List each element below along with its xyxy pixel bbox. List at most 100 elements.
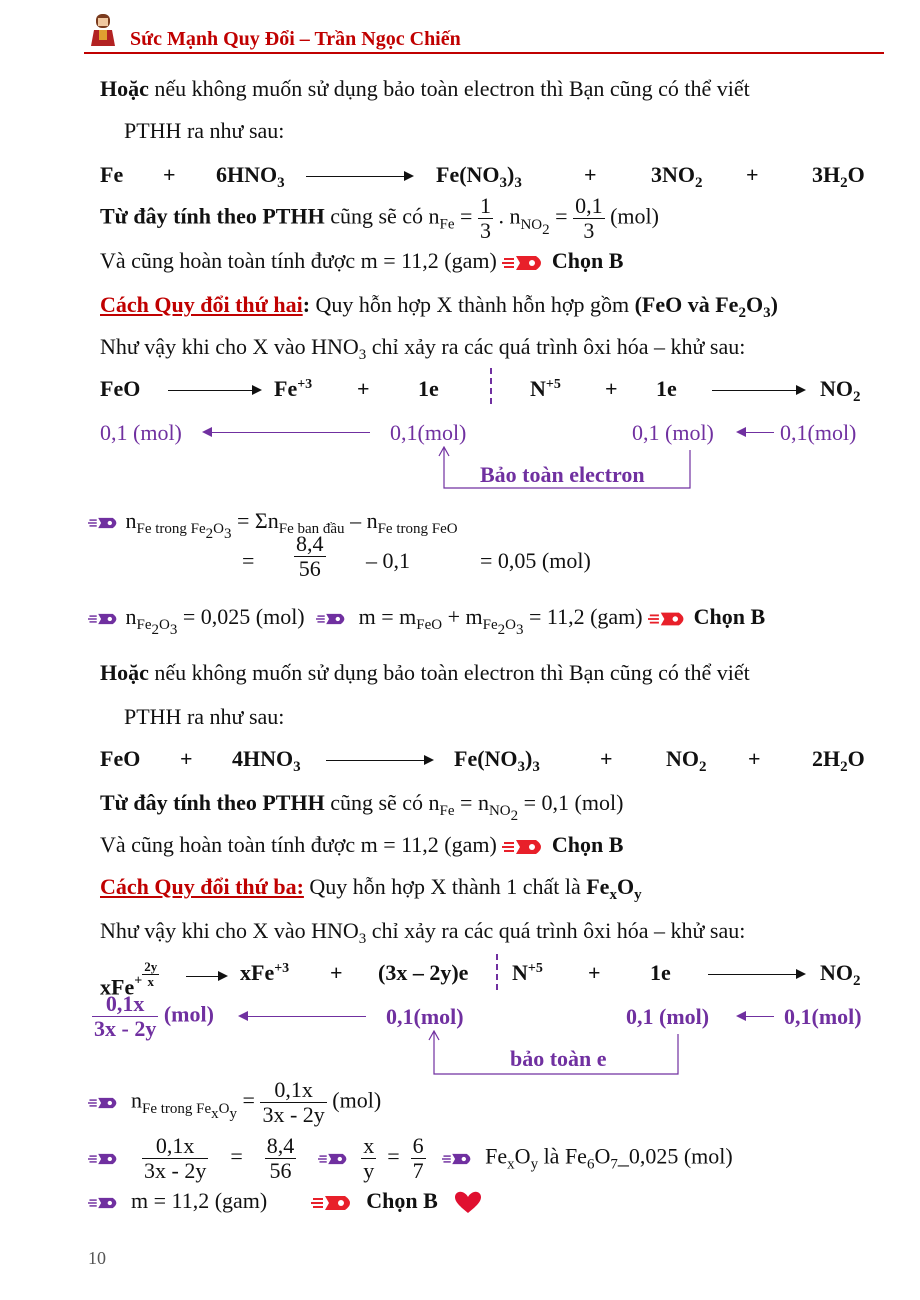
s3-line1: Hoặc nếu không muốn sử dụng bảo toàn ele… bbox=[100, 660, 750, 685]
rocket-purple-icon bbox=[442, 1153, 471, 1164]
s2-eq2: = bbox=[242, 548, 255, 573]
s2-mol2: 0,1(mol) bbox=[390, 420, 467, 445]
s4-e1: 1e bbox=[650, 960, 671, 985]
s2-nhu-vay: Như vậy khi cho X vào HNO3 chỉ xảy ra cá… bbox=[100, 334, 746, 363]
s4-arrow2 bbox=[708, 969, 806, 979]
s1-eq-plus1: + bbox=[163, 162, 176, 187]
s3-eq-product: Fe(NO3)3 bbox=[454, 746, 540, 775]
s3-eq-feo: FeO bbox=[100, 746, 141, 771]
s4-xfe3: xFe+3 bbox=[240, 960, 290, 985]
s4-title-line: Cách Quy đổi thứ ba: Quy hỗn hợp X thành… bbox=[100, 874, 642, 903]
s4-back-arrow2 bbox=[736, 1011, 774, 1021]
s1-eq-arrow bbox=[306, 171, 414, 181]
s4-bao-toan: bảo toàn e bbox=[510, 1046, 607, 1071]
s1-tu-day: Từ đây tính theo PTHH cũng sẽ có nFe = 1… bbox=[100, 193, 659, 244]
s2-title-line: Cách Quy đổi thứ hai: Quy hỗn hợp X thàn… bbox=[100, 292, 778, 321]
s4-e3: (3x – 2y)e bbox=[378, 960, 469, 985]
s2-n-line: nFe trong Fe2O3 = ΣnFe ban đầu – nFe tro… bbox=[88, 508, 458, 543]
rocket-purple-icon bbox=[88, 1097, 117, 1108]
s2-mol4: 0,1(mol) bbox=[780, 420, 857, 445]
s1-eq-product: Fe(NO3)3 bbox=[436, 162, 522, 191]
rocket-icon bbox=[502, 839, 542, 854]
s2-n-fe2o3-line: nFe2O3 = 0,025 (mol) m = mFeO + mFe2O3 =… bbox=[88, 604, 765, 639]
s3-eq-plus1: + bbox=[180, 746, 193, 771]
s2-title: Cách Quy đổi thứ hai bbox=[100, 292, 303, 317]
s4-mol2: 0,1(mol) bbox=[386, 1004, 464, 1029]
s4-title: Cách Quy đổi thứ ba: bbox=[100, 874, 304, 899]
rocket-purple-icon bbox=[88, 613, 117, 625]
s4-n5: N+5 bbox=[512, 960, 543, 985]
author-avatar bbox=[88, 12, 118, 48]
s3-eq-h2o: 2H2O bbox=[812, 746, 865, 775]
s2-res: = 0,05 (mol) bbox=[480, 548, 591, 573]
s4-plus1: + bbox=[330, 960, 343, 985]
s3-eq-hno3: 4HNO3 bbox=[232, 746, 301, 775]
s4-mol4: 0,1(mol) bbox=[784, 1004, 862, 1029]
s4-nhu-vay: Như vậy khi cho X vào HNO3 chỉ xảy ra cá… bbox=[100, 918, 746, 947]
rocket-purple-icon bbox=[88, 517, 117, 529]
s3-va-cung: Và cũng hoàn toàn tính được m = 11,2 (ga… bbox=[100, 832, 624, 857]
s3-eq-arrow bbox=[326, 755, 434, 765]
s4-arrow1 bbox=[186, 971, 228, 981]
rocket-purple-icon bbox=[88, 1197, 117, 1209]
s2-divider bbox=[490, 368, 494, 404]
s2-back-arrow1 bbox=[202, 427, 370, 437]
s2-feo: FeO bbox=[100, 376, 141, 401]
heart-icon bbox=[455, 1191, 482, 1213]
rocket-icon bbox=[648, 612, 684, 626]
s2-plus1: + bbox=[357, 376, 370, 401]
s1-line2: PTHH ra như sau: bbox=[124, 118, 285, 143]
s2-fe3: Fe+3 bbox=[274, 376, 313, 401]
s3-eq-plus3: + bbox=[748, 746, 761, 771]
s1-eq-hno3: 6HNO3 bbox=[216, 162, 285, 191]
s2-arrow1 bbox=[168, 385, 262, 395]
s3-line2: PTHH ra như sau: bbox=[124, 704, 285, 729]
s2-plus2: + bbox=[605, 376, 618, 401]
s3-tu-day: Từ đây tính theo PTHH cũng sẽ có nFe = n… bbox=[100, 790, 624, 824]
s2-no2: NO2 bbox=[820, 376, 861, 405]
s3-eq-plus2: + bbox=[600, 746, 613, 771]
rocket-purple-icon bbox=[88, 1153, 117, 1164]
page-number: 10 bbox=[88, 1248, 106, 1268]
s1-eq-no2: 3NO2 bbox=[651, 162, 703, 191]
s1-eq-plus2: + bbox=[584, 162, 597, 187]
s2-bao-toan: Bảo toàn electron bbox=[480, 462, 645, 487]
s4-plus2: + bbox=[588, 960, 601, 985]
s1-eq-fe: Fe bbox=[100, 162, 124, 187]
s2-mol3: 0,1 (mol) bbox=[632, 420, 714, 445]
s4-divider bbox=[496, 954, 500, 990]
s1-eq-h2o: 3H2O bbox=[812, 162, 865, 191]
s4-no2: NO2 bbox=[820, 960, 861, 989]
s4-m-line: m = 11,2 (gam) Chọn B bbox=[88, 1188, 482, 1215]
s1-chon-b: Chọn B bbox=[551, 248, 624, 273]
s2-back-arrow2 bbox=[736, 427, 774, 437]
s1-text1: nếu không muốn sử dụng bảo toàn electron… bbox=[148, 76, 750, 101]
header-rule bbox=[84, 52, 884, 54]
s2-n5: N+5 bbox=[530, 376, 561, 401]
s2-arrow2 bbox=[712, 385, 806, 395]
s1-hoac: Hoặc bbox=[100, 76, 149, 101]
s2-e2: 1e bbox=[656, 376, 677, 401]
s2-mol1: 0,1 (mol) bbox=[100, 420, 182, 445]
rocket-purple-icon bbox=[318, 1153, 347, 1164]
header-title: Sức Mạnh Quy Đổi – Trần Ngọc Chiến bbox=[130, 28, 461, 50]
s1-eq-plus3: + bbox=[746, 162, 759, 187]
rocket-icon bbox=[502, 255, 542, 270]
s1-line1: Hoặc nếu không muốn sử dụng bảo toàn ele… bbox=[100, 76, 750, 102]
rocket-icon bbox=[311, 1195, 351, 1210]
s2-minus01: – 0,1 bbox=[366, 548, 410, 573]
s1-va-cung: Và cũng hoàn toàn tính được m = 11,2 (ga… bbox=[100, 248, 624, 273]
s2-e1: 1e bbox=[418, 376, 439, 401]
s2-bracket bbox=[438, 446, 691, 489]
s4-bracket bbox=[428, 1030, 679, 1075]
rocket-purple-icon bbox=[315, 613, 345, 625]
s4-back-arrow1 bbox=[238, 1011, 366, 1021]
s4-mol3: 0,1 (mol) bbox=[626, 1004, 710, 1029]
